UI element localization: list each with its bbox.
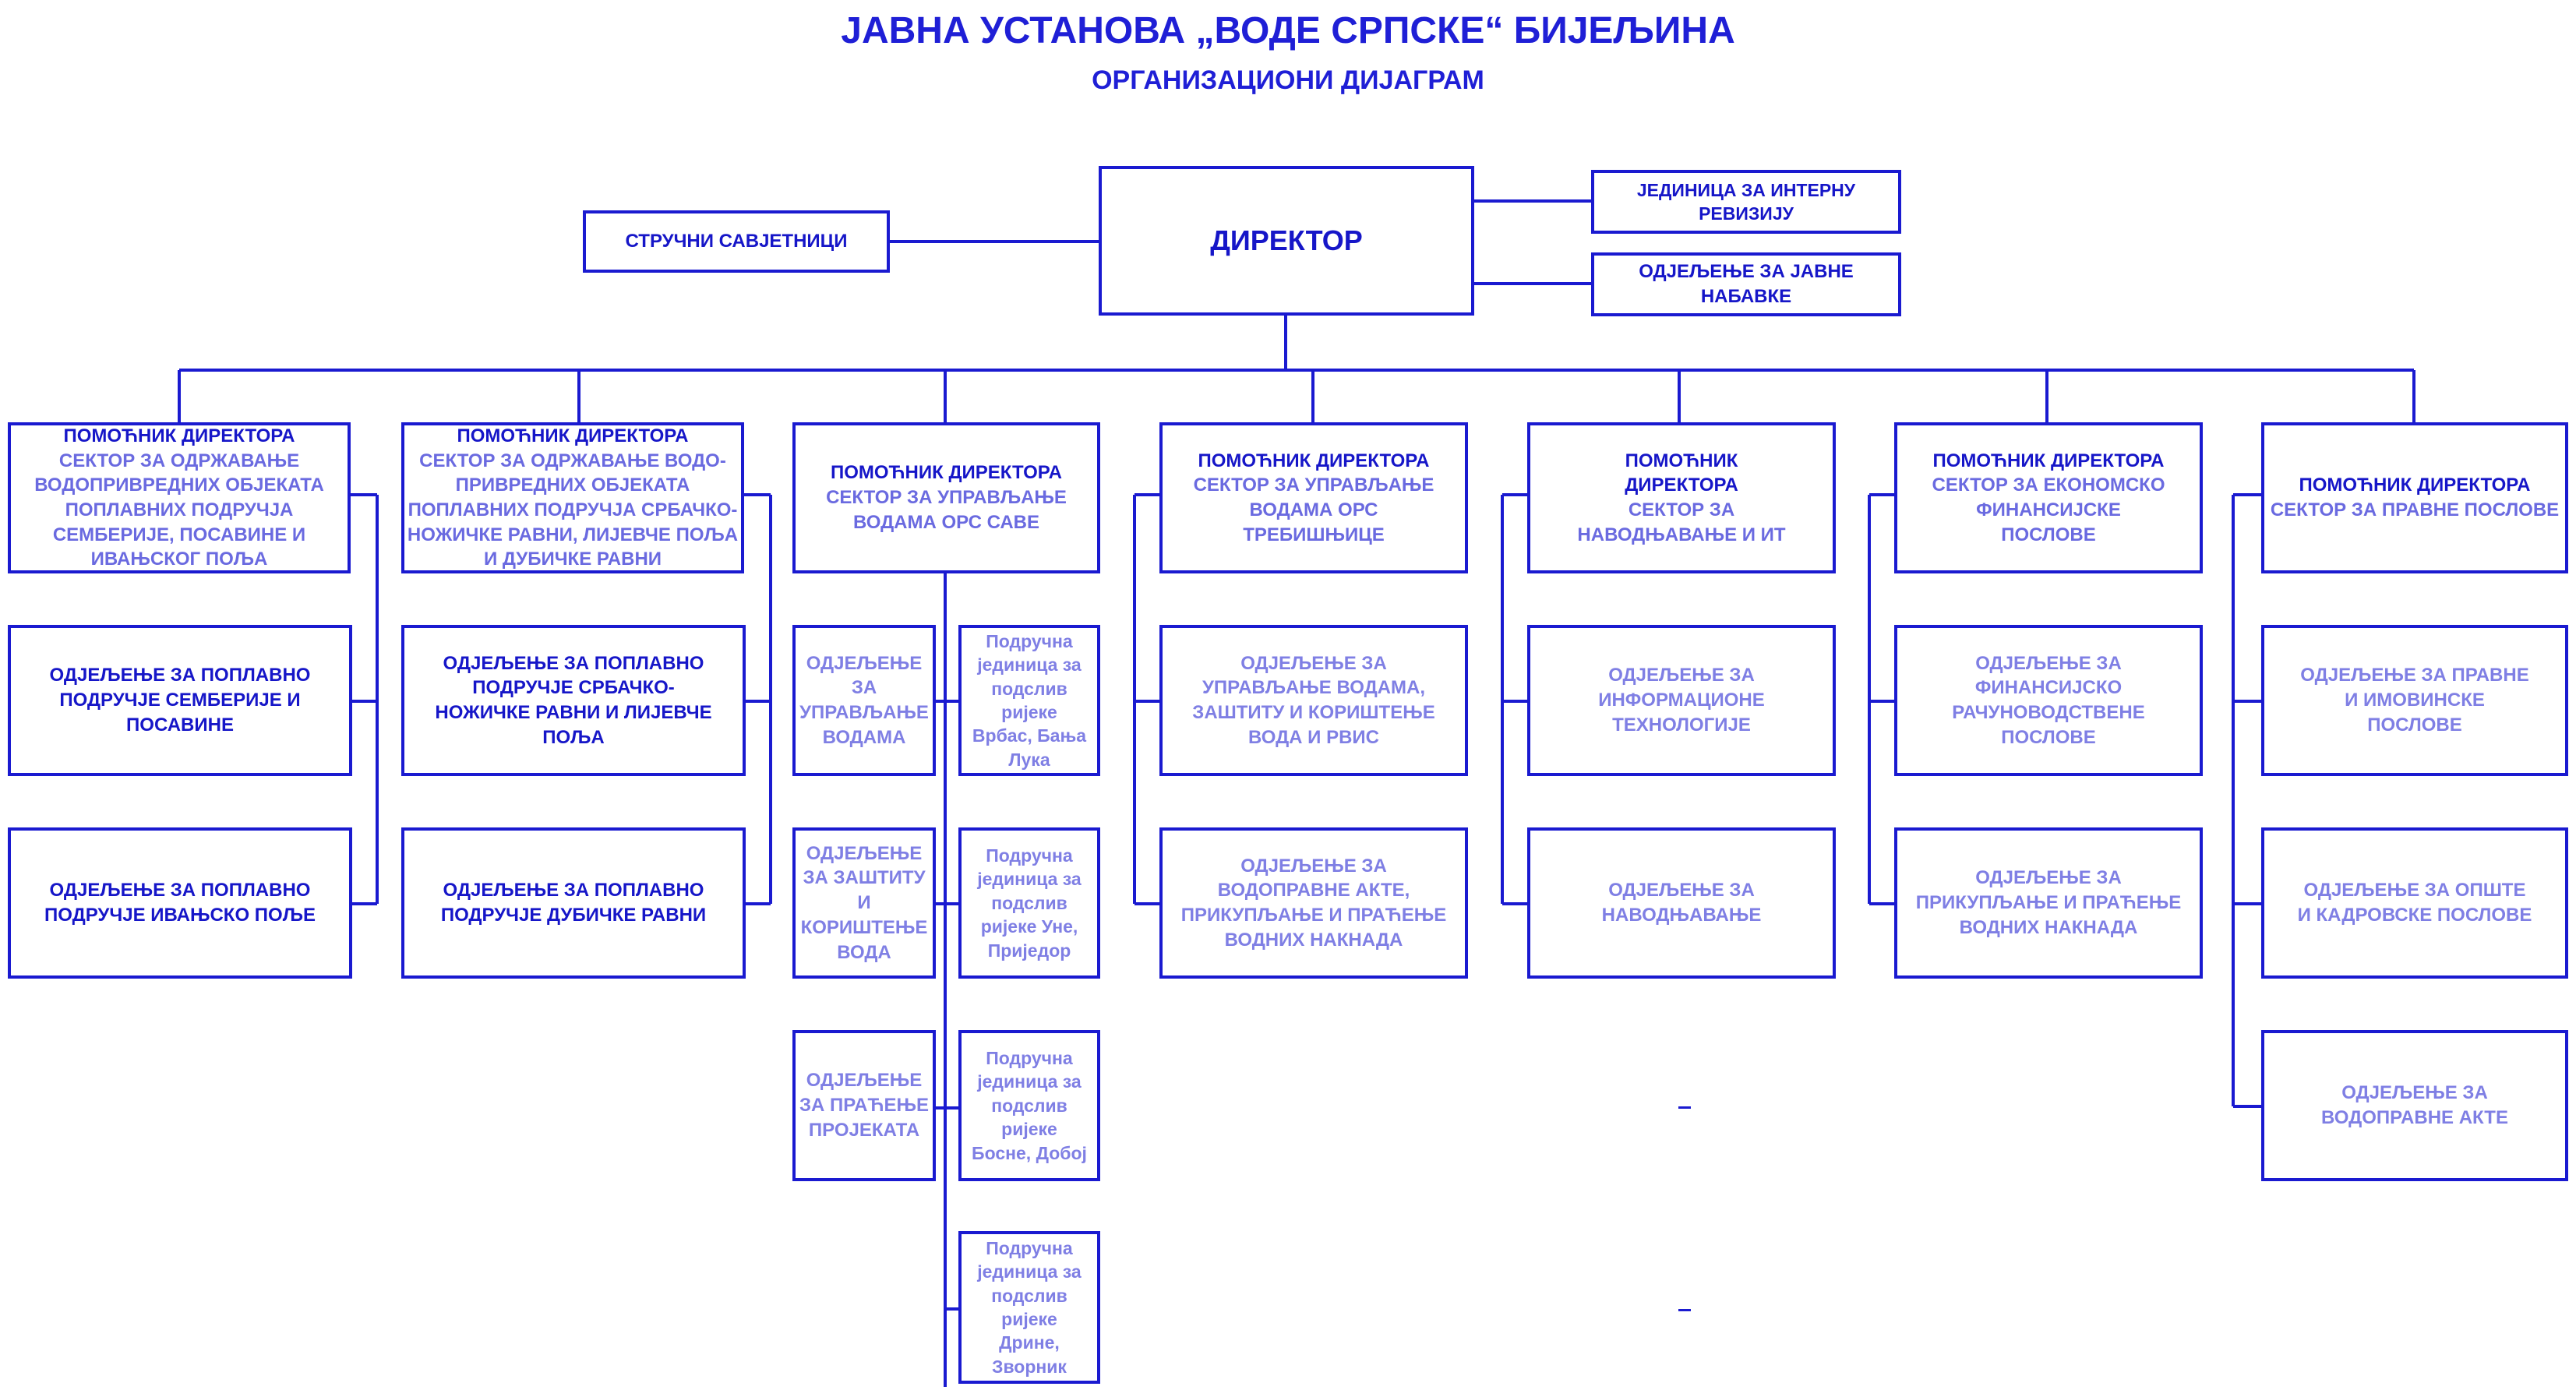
department-box: ОДЈЕЉЕЊЕ ЗА УПРАВЉАЊЕ ВОДАМА — [792, 625, 936, 776]
assistant-director-label: ПОМОЋНИК ДИРЕКТОРА — [457, 425, 689, 446]
dash-mark — [1678, 1106, 1691, 1109]
sector-label: СЕКТОР ЗА УПРАВЉАЊЕ ВОДАМА ОРС ТРЕБИШЊИЦ… — [1193, 475, 1434, 545]
sector-label: СЕКТОР ЗА ОДРЖАВАЊЕ ВОДО-ПРИВРЕДНИХ ОБЈЕ… — [407, 450, 739, 570]
regional-unit-box: Подручна јединица за подслив ријеке Уне,… — [958, 827, 1100, 979]
sector-box-water-trebisnjica: ПОМОЋНИК ДИРЕКТОРА СЕКТОР ЗА УПРАВЉАЊЕ В… — [1159, 422, 1468, 573]
assistant-director-label: ПОМОЋНИК ДИРЕКТОРА — [1625, 450, 1738, 496]
sector-label: СЕКТОР ЗА ЕКОНОМСКО ФИНАНСИЈСКЕ ПОСЛОВЕ — [1932, 475, 2165, 545]
sector-box-irrigation-it: ПОМОЋНИК ДИРЕКТОРА СЕКТОР ЗА НАВОДЊАВАЊЕ… — [1527, 422, 1836, 573]
department-box: ОДЈЕЉЕЊЕ ЗА УПРАВЉАЊЕ ВОДАМА, ЗАШТИТУ И … — [1159, 625, 1468, 776]
department-box: ОДЈЕЉЕЊЕ ЗА ПОПЛАВНО ПОДРУЧЈЕ ИВАЊСКО ПО… — [8, 827, 352, 979]
sector-box-water-sava: ПОМОЋНИК ДИРЕКТОРА СЕКТОР ЗА УПРАВЉАЊЕ В… — [792, 422, 1100, 573]
department-box: ОДЈЕЉЕЊЕ ЗА ПОПЛАВНО ПОДРУЧЈЕ ДУБИЧКЕ РА… — [401, 827, 746, 979]
sector-box-maintenance-srbac: ПОМОЋНИК ДИРЕКТОРА СЕКТОР ЗА ОДРЖАВАЊЕ В… — [401, 422, 744, 573]
assistant-director-label: ПОМОЋНИК ДИРЕКТОРА — [830, 462, 1063, 484]
sector-label: СЕКТОР ЗА УПРАВЉАЊЕ ВОДАМА ОРС САВЕ — [826, 487, 1067, 533]
assistant-director-label: ПОМОЋНИК ДИРЕКТОРА — [63, 425, 295, 446]
procurement-box: ОДЈЕЉЕЊЕ ЗА ЈАВНЕ НАБАВКЕ — [1591, 252, 1901, 316]
department-box: ОДЈЕЉЕЊЕ ЗА НАВОДЊАВАЊЕ — [1527, 827, 1836, 979]
assistant-director-label: ПОМОЋНИК ДИРЕКТОРА — [1198, 450, 1430, 471]
page-title: ЈАВНА УСТАНОВА „ВОДЕ СРПСКЕ“ БИЈЕЉИНА — [841, 10, 1735, 51]
page-subtitle: ОРГАНИЗАЦИОНИ ДИЈАГРАМ — [1092, 65, 1484, 95]
regional-unit-box: Подручна јединица за подслив ријеке Врба… — [958, 625, 1100, 776]
department-box: ОДЈЕЉЕЊЕ ЗА ПОПЛАВНО ПОДРУЧЈЕ СЕМБЕРИЈЕ … — [8, 625, 352, 776]
regional-unit-box: Подручна јединица за подслив ријеке Босн… — [958, 1030, 1100, 1181]
internal-audit-box: ЈЕДИНИЦА ЗА ИНТЕРНУ РЕВИЗИЈУ — [1591, 170, 1901, 234]
department-box: ОДЈЕЉЕЊЕ ЗА ОПШТЕ И КАДРОВСКЕ ПОСЛОВЕ — [2261, 827, 2568, 979]
department-box: ОДЈЕЉЕЊЕ ЗА ПОПЛАВНО ПОДРУЧЈЕ СРБАЧКО-НО… — [401, 625, 746, 776]
sector-box-economic-finance: ПОМОЋНИК ДИРЕКТОРА СЕКТОР ЗА ЕКОНОМСКО Ф… — [1894, 422, 2203, 573]
department-box: ОДЈЕЉЕЊЕ ЗА ПРИКУПЉАЊЕ И ПРАЋЕЊЕ ВОДНИХ … — [1894, 827, 2203, 979]
sector-box-legal: ПОМОЋНИК ДИРЕКТОРА СЕКТОР ЗА ПРАВНЕ ПОСЛ… — [2261, 422, 2568, 573]
dash-mark — [1678, 1309, 1691, 1311]
sector-box-maintenance-semberija: ПОМОЋНИК ДИРЕКТОРА СЕКТОР ЗА ОДРЖАВАЊЕ В… — [8, 422, 351, 573]
assistant-director-label: ПОМОЋНИК ДИРЕКТОРА — [2299, 475, 2531, 496]
department-box: ОДЈЕЉЕЊЕ ЗА ПРАВНЕ И ИМОВИНСКЕ ПОСЛОВЕ — [2261, 625, 2568, 776]
sector-label: СЕКТОР ЗА ОДРЖАВАЊЕ ВОДОПРИВРЕДНИХ ОБЈЕК… — [34, 450, 324, 570]
director-box: ДИРЕКТОР — [1099, 166, 1474, 316]
sector-label: СЕКТОР ЗА НАВОДЊАВАЊЕ И ИТ — [1577, 499, 1786, 545]
department-box: ОДЈЕЉЕЊЕ ЗА ПРАЋЕЊЕ ПРОЈЕКАТА — [792, 1030, 936, 1181]
department-box: ОДЈЕЉЕЊЕ ЗА ЗАШТИТУ И КОРИШТЕЊЕ ВОДА — [792, 827, 936, 979]
assistant-director-label: ПОМОЋНИК ДИРЕКТОРА — [1932, 450, 2165, 471]
regional-unit-box: Подручна јединица за подслив ријеке Дрин… — [958, 1231, 1100, 1384]
department-box: ОДЈЕЉЕЊЕ ЗА ИНФОРМАЦИОНЕ ТЕХНОЛОГИЈЕ — [1527, 625, 1836, 776]
sector-label: СЕКТОР ЗА ПРАВНЕ ПОСЛОВЕ — [2270, 499, 2560, 520]
advisors-box: СТРУЧНИ САВЈЕТНИЦИ — [583, 210, 890, 273]
department-box: ОДЈЕЉЕЊЕ ЗА ВОДОПРАВНЕ АКТЕ — [2261, 1030, 2568, 1181]
department-box: ОДЈЕЉЕЊЕ ЗА ФИНАНСИЈСКО РАЧУНОВОДСТВЕНЕ … — [1894, 625, 2203, 776]
department-box: ОДЈЕЉЕЊЕ ЗА ВОДОПРАВНЕ АКТЕ, ПРИКУПЉАЊЕ … — [1159, 827, 1468, 979]
